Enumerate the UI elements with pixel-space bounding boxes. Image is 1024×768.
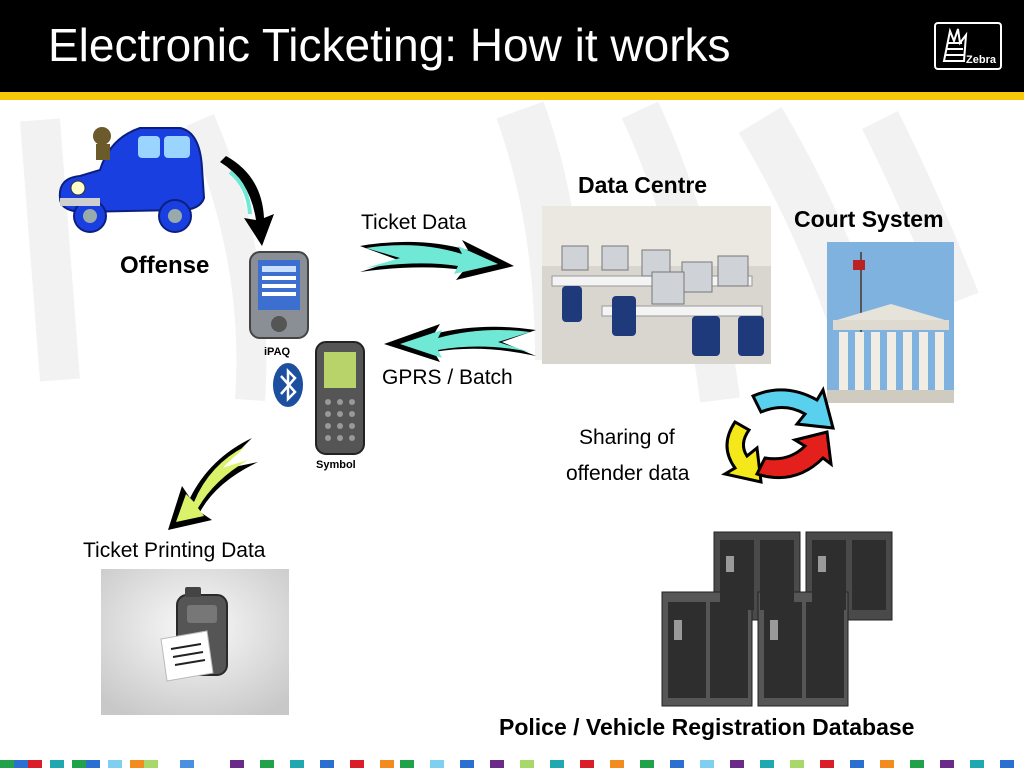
recycle-arrows-icon xyxy=(721,386,836,484)
ipaq-label: iPAQ xyxy=(264,346,291,358)
ticket-printing-label: Ticket Printing Data xyxy=(83,539,266,562)
scanner-icon xyxy=(315,341,365,455)
courthouse-photo xyxy=(827,242,954,403)
sharing-label-line2: offender data xyxy=(566,462,690,485)
arrow-to-printer xyxy=(168,438,258,530)
slide-title: Electronic Ticketing: How it works xyxy=(48,19,731,71)
zebra-logo: Zebra xyxy=(934,22,1002,70)
car-icon xyxy=(58,127,206,233)
server-racks-photo xyxy=(661,531,893,707)
printer-icon xyxy=(101,569,289,715)
arrow-gprs-batch xyxy=(384,324,536,362)
zebra-head-icon xyxy=(942,27,968,62)
data-centre-label: Data Centre xyxy=(578,172,708,198)
offense-label: Offense xyxy=(120,252,210,279)
ticket-data-label: Ticket Data xyxy=(361,211,467,234)
logo-text: Zebra xyxy=(966,54,996,66)
arrow-car-to-pda xyxy=(220,156,274,246)
database-label: Police / Vehicle Registration Database xyxy=(499,714,915,740)
header-stripe xyxy=(0,92,1024,100)
pda-icon xyxy=(249,251,309,339)
slide-header xyxy=(0,0,1024,92)
gprs-batch-label: GPRS / Batch xyxy=(382,366,513,389)
symbol-label: Symbol xyxy=(316,459,356,471)
bluetooth-icon xyxy=(273,363,303,407)
sharing-label-line1: Sharing of xyxy=(579,426,675,449)
arrow-ticket-data xyxy=(360,240,514,280)
court-system-label: Court System xyxy=(794,206,944,232)
computer-lab-photo xyxy=(542,206,771,364)
footer-color-strip xyxy=(0,760,1014,768)
